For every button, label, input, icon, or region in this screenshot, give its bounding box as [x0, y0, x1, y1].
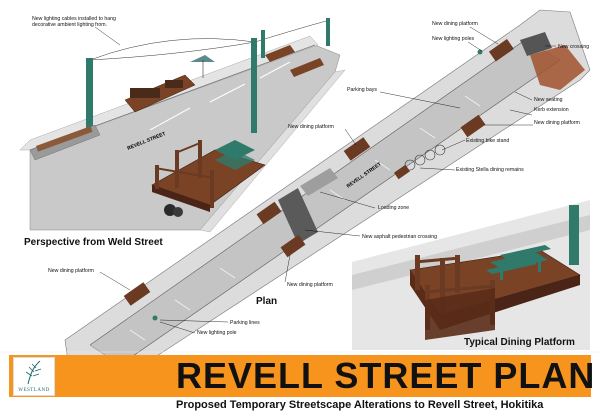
parking-line — [259, 61, 291, 79]
fern-logo-icon — [25, 360, 42, 385]
typical-front-planter — [425, 288, 495, 340]
typical-picnic-table — [486, 245, 551, 280]
dining-platform-near — [151, 140, 266, 212]
label-stella: Existing Stella dining remains — [456, 167, 524, 173]
label-loading-zone: Loading zone — [378, 205, 409, 211]
label-dining-top: New dining platform — [432, 21, 478, 27]
typical-pole — [569, 205, 579, 265]
council-logo: WESTLAND — [13, 357, 55, 396]
banner-title: REVELL STREET PLAN — [176, 355, 596, 396]
plan-kerb — [119, 59, 561, 366]
label-cables-1: New lighting cables installed to hang — [32, 16, 116, 22]
logo-wordmark: WESTLAND — [18, 388, 50, 393]
plan-view: REVELL STREET New dining platform New li… — [48, 9, 591, 381]
lighting-cable — [89, 38, 256, 61]
label-asphalt-crossing: New asphalt pedestrian crossing — [362, 234, 437, 240]
label-dining-lower: New dining platform — [287, 282, 333, 288]
label-lighting-poles: New lighting poles — [432, 36, 475, 42]
dining-platform-far — [124, 74, 196, 113]
label-parking-lines: Parking lines — [230, 320, 260, 326]
plan-caption: Plan — [256, 296, 278, 307]
lighting-pole — [251, 38, 257, 133]
asphalt-crossing — [278, 188, 318, 244]
typical-platform-view — [352, 200, 590, 350]
plan-annotations — [99, 26, 556, 334]
lighting-cable — [254, 19, 331, 43]
label-dining-upper: New dining platform — [288, 124, 334, 130]
plan-dining-platform — [256, 201, 282, 225]
plan-dining-platform — [280, 234, 306, 258]
label-kerb-extension: Kerb extension — [534, 107, 569, 113]
label-bike-stand: Existing bike stand — [466, 138, 509, 144]
stella-dining — [393, 164, 411, 180]
plan-dining-platform — [343, 137, 371, 161]
plan-dining-platform — [460, 114, 486, 138]
parking-line — [149, 107, 191, 131]
perspective-view: REVELL STREET New lighting cables instal… — [19, 16, 346, 233]
umbrella — [190, 55, 215, 78]
title-banner — [9, 355, 591, 397]
new-crossing — [520, 32, 552, 56]
plan-dining-platform — [488, 39, 514, 62]
bike-stand — [404, 144, 446, 171]
kerb-extension — [530, 45, 585, 90]
typical-caption: Typical Dining Platform — [464, 337, 575, 348]
perspective-caption: Perspective from Weld Street — [24, 237, 163, 248]
label-dining-left: New dining platform — [48, 268, 94, 274]
label-lighting-pole: New lighting pole — [197, 330, 237, 336]
lighting-pole — [261, 30, 265, 58]
label-parking-bays: Parking bays — [347, 87, 377, 93]
label-new-seating: New seating — [534, 97, 563, 103]
label-cables-2: decorative ambient lighting from. — [32, 22, 107, 28]
parking-line — [209, 83, 246, 103]
lighting-pole — [326, 18, 330, 46]
leader-line — [94, 26, 121, 46]
label-dining-mid: New dining platform — [534, 120, 580, 126]
shrub — [164, 204, 183, 217]
loading-zone — [300, 168, 338, 196]
lighting-cable — [89, 41, 256, 61]
dining-platform-far-2 — [265, 45, 324, 77]
plan-lighting-pole — [152, 315, 158, 321]
plan-dining-platform — [123, 282, 151, 306]
lighting-pole — [86, 58, 93, 130]
typical-rails — [414, 256, 496, 294]
plan-lighting-pole — [477, 49, 483, 55]
seating-planter — [29, 124, 101, 161]
label-new-crossing: New crossing — [558, 44, 589, 50]
parking-bays — [129, 95, 481, 341]
subtitle: Proposed Temporary Streetscape Alteratio… — [176, 399, 544, 411]
